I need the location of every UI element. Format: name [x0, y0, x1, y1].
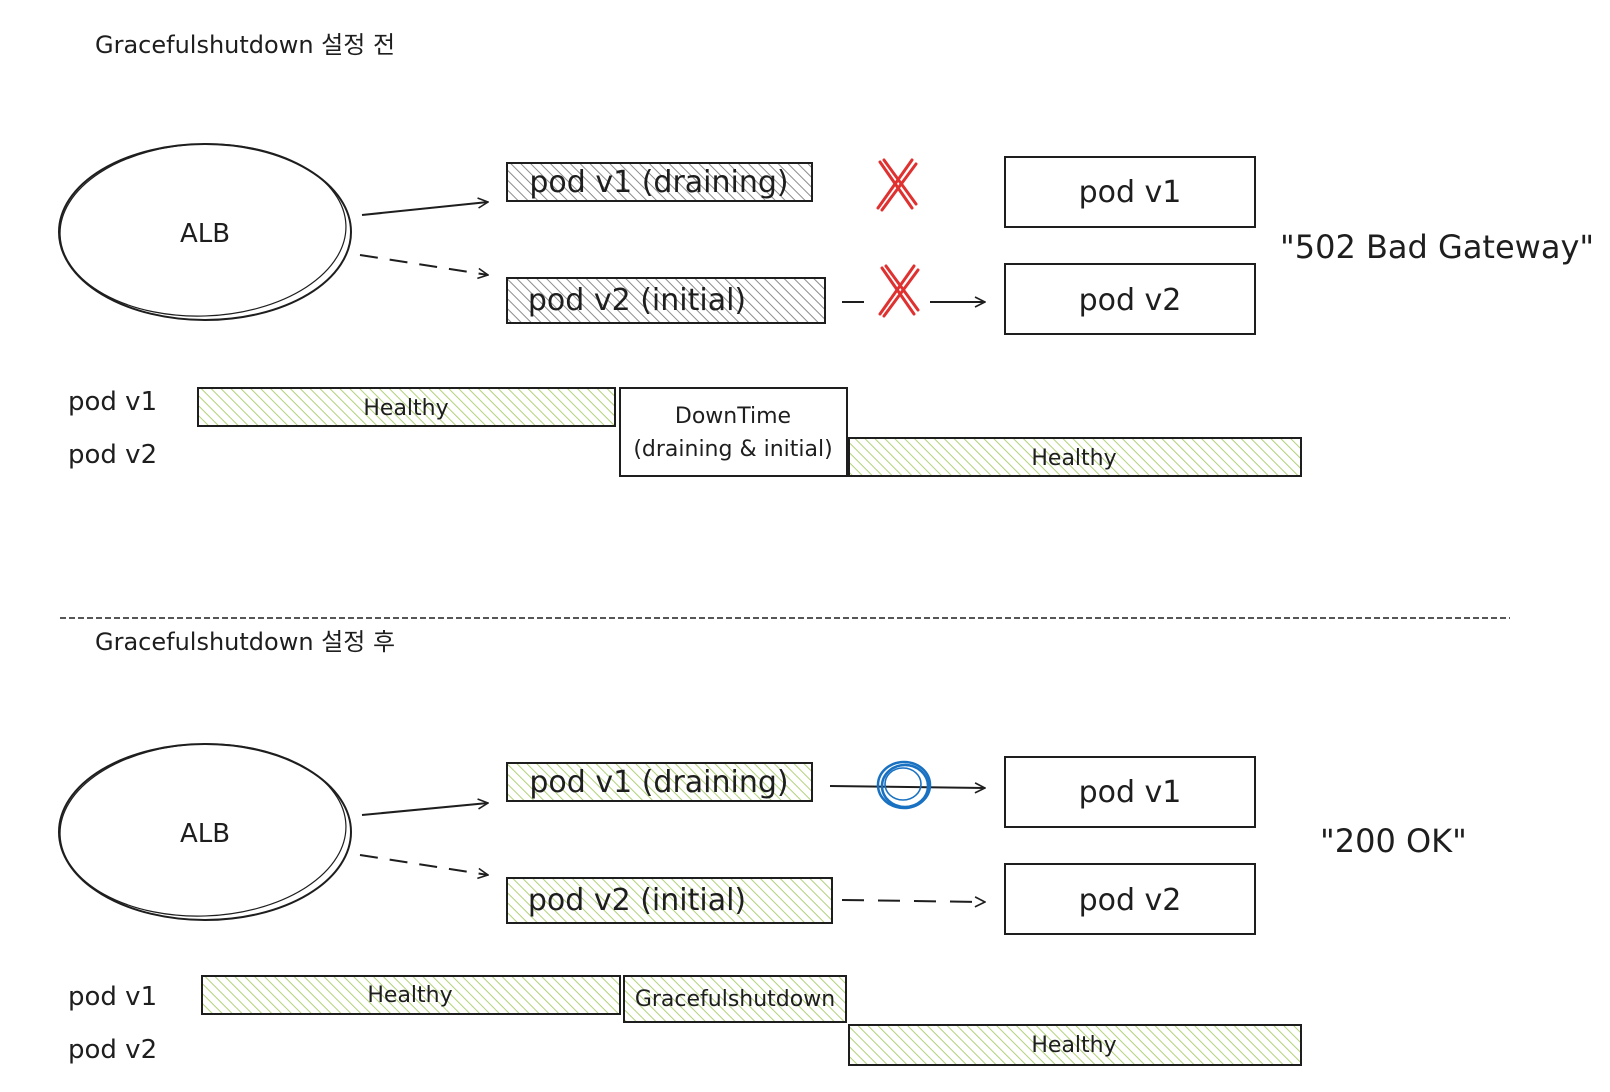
target-pod-v2-label: pod v2 [1079, 883, 1182, 918]
source-pod-v2-after: pod v2 (initial) [506, 877, 833, 924]
result-502: "502 Bad Gateway" [1280, 228, 1594, 266]
timeline-v2-healthy-bar: Healthy [848, 437, 1302, 477]
healthy-label: Healthy [1031, 1033, 1116, 1058]
result-200: "200 OK" [1320, 822, 1467, 860]
section-after: Gracefulshutdown 설정 후 ALB pod v1 (draini… [58, 628, 1467, 1066]
circle-check-icon [876, 760, 932, 810]
source-pod-v2-before: pod v2 (initial) [506, 277, 826, 324]
target-pod-v2-before: pod v2 [1004, 263, 1256, 335]
arrow-v1-to-target-after [829, 786, 985, 788]
target-pod-v1-after: pod v1 [1004, 756, 1256, 828]
source-pod-v1-before: pod v1 (draining) [506, 162, 813, 202]
healthy-label: Healthy [363, 396, 448, 421]
source-pod-v1-after: pod v1 (draining) [506, 762, 813, 802]
after-title: Gracefulshutdown 설정 후 [95, 628, 395, 656]
downtime-detail: (draining & initial) [633, 437, 832, 462]
timeline-row-label-v1: pod v1 [68, 982, 157, 1012]
timeline-v2-healthy-bar: Healthy [848, 1024, 1302, 1066]
healthy-label: Healthy [1031, 446, 1116, 471]
x-mark-icon [876, 158, 918, 212]
timeline-row-label-v2: pod v2 [68, 440, 157, 470]
arrow-alb-to-v2-dashed [359, 254, 488, 275]
alb-label: ALB [180, 819, 230, 849]
arrow-alb-to-v2-dashed [359, 854, 488, 875]
timeline-v1-healthy-bar: Healthy [201, 975, 621, 1015]
target-pod-v1-label: pod v1 [1079, 175, 1182, 210]
target-pod-v2-after: pod v2 [1004, 863, 1256, 935]
source-pod-v1-label: pod v1 (draining) [529, 765, 788, 800]
alb-node-after: ALB [58, 743, 352, 921]
target-pod-v1-label: pod v1 [1079, 775, 1182, 810]
before-title: Gracefulshutdown 설정 전 [95, 31, 395, 59]
downtime-title: DownTime [675, 404, 791, 429]
timeline-downtime-box: DownTime (draining & initial) [619, 387, 848, 477]
section-before: Gracefulshutdown 설정 전 ALB pod v1 (draini… [58, 31, 1594, 477]
source-pod-v1-label: pod v1 (draining) [529, 165, 788, 200]
alb-node-before: ALB [58, 143, 352, 321]
arrow-alb-to-v1 [361, 202, 488, 216]
graceful-label: Gracefulshutdown [635, 987, 835, 1012]
timeline-graceful-bar: Gracefulshutdown [623, 975, 847, 1023]
target-pod-v1-before: pod v1 [1004, 156, 1256, 228]
x-mark-icon [878, 264, 920, 318]
arrow-v2-to-target-after [841, 900, 985, 902]
target-pod-v2-label: pod v2 [1079, 283, 1182, 318]
arrow-alb-to-v1 [361, 803, 488, 816]
alb-label: ALB [180, 219, 230, 249]
timeline-row-label-v2: pod v2 [68, 1035, 157, 1065]
source-pod-v2-label: pod v2 (initial) [528, 883, 746, 918]
timeline-row-label-v1: pod v1 [68, 387, 157, 417]
healthy-label: Healthy [367, 983, 452, 1008]
timeline-v1-healthy-bar: Healthy [197, 387, 616, 427]
source-pod-v2-label: pod v2 (initial) [528, 283, 746, 318]
